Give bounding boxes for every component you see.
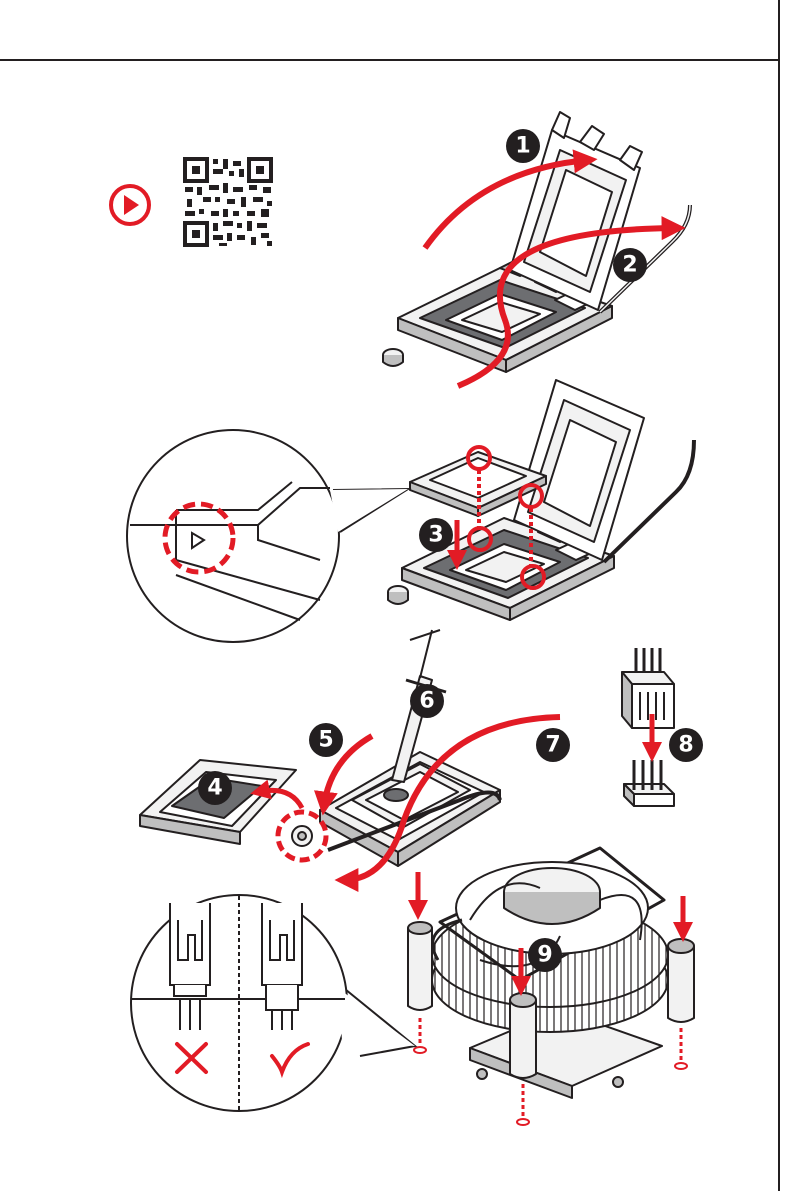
step-marker-5: 5 bbox=[309, 723, 343, 757]
svg-text:3: 3 bbox=[428, 523, 443, 548]
triangle-mark-zoom-callout bbox=[127, 430, 408, 642]
step-marker-8: 8 bbox=[669, 728, 703, 762]
step-marker-2: 2 bbox=[613, 248, 647, 282]
fan-connector-illustration bbox=[622, 648, 674, 806]
push-pin-zoom-callout bbox=[131, 895, 415, 1111]
qr-code-icon[interactable] bbox=[183, 157, 273, 247]
svg-text:9: 9 bbox=[537, 943, 552, 968]
cooler-illustration bbox=[408, 848, 694, 1098]
svg-text:1: 1 bbox=[515, 134, 530, 159]
svg-text:2: 2 bbox=[622, 253, 637, 278]
svg-text:5: 5 bbox=[318, 728, 333, 753]
svg-text:7: 7 bbox=[545, 733, 560, 758]
svg-text:8: 8 bbox=[678, 733, 693, 758]
step-marker-7: 7 bbox=[536, 728, 570, 762]
step-marker-1: 1 bbox=[506, 129, 540, 163]
play-icon[interactable] bbox=[111, 186, 149, 224]
step-marker-4: 4 bbox=[198, 771, 232, 805]
step-marker-9: 9 bbox=[528, 938, 562, 972]
step-marker-3: 3 bbox=[419, 518, 453, 552]
svg-text:4: 4 bbox=[207, 776, 222, 801]
svg-text:6: 6 bbox=[419, 689, 434, 714]
step-marker-6: 6 bbox=[410, 684, 444, 718]
video-link[interactable] bbox=[111, 157, 273, 247]
